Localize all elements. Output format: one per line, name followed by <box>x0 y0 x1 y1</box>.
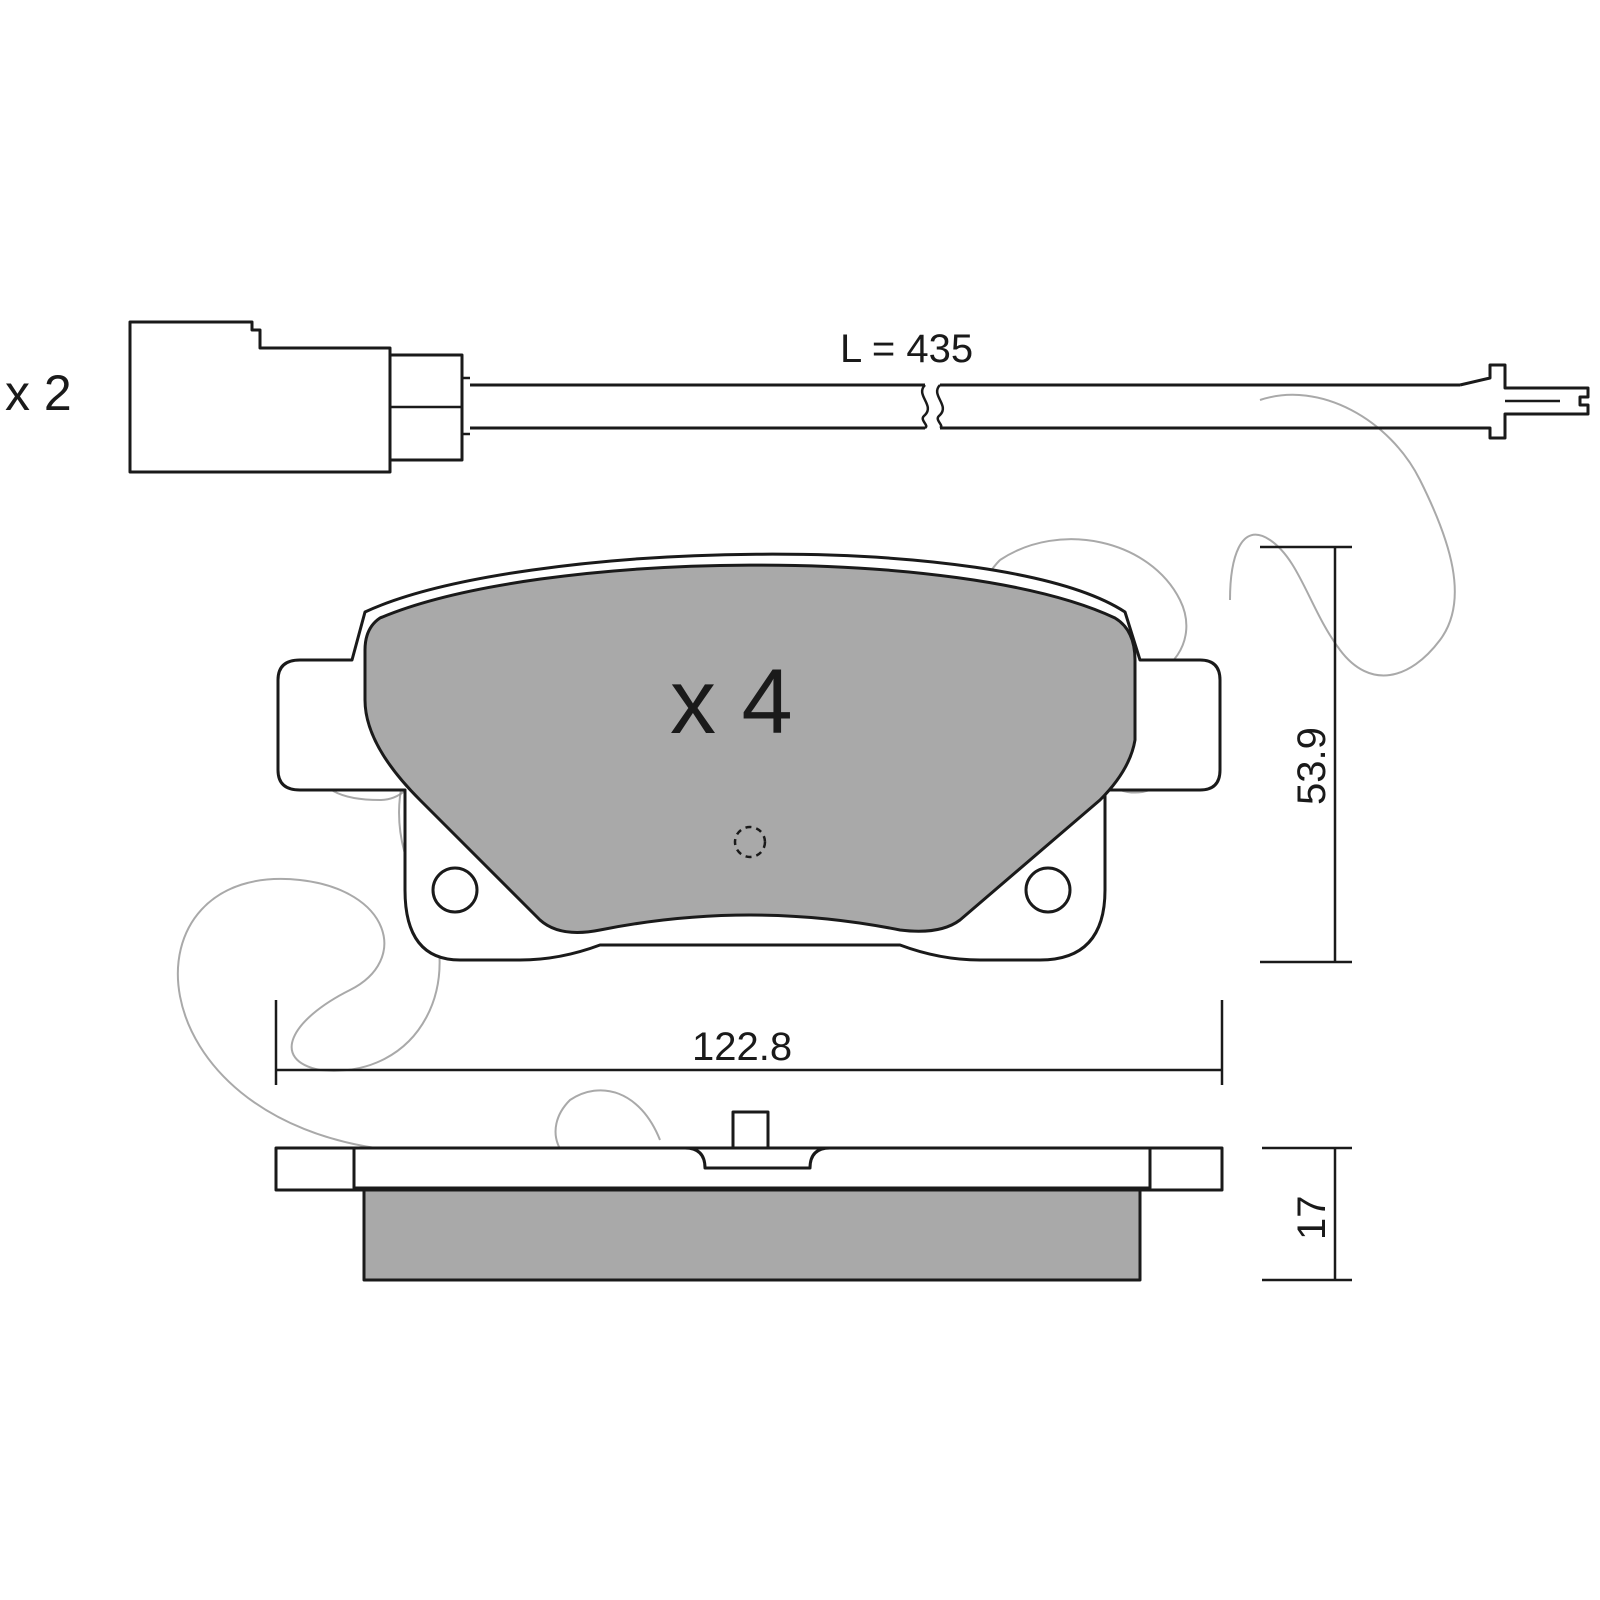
sensor-length-label: L = 435 <box>840 327 973 371</box>
side-friction-material <box>362 1188 1142 1282</box>
pad-quantity-label: x 4 <box>670 651 793 753</box>
brake-pad-side-view <box>274 1110 1224 1282</box>
sensor-connector-collar <box>388 353 464 462</box>
friction-material <box>363 563 1137 934</box>
sensor-hole <box>733 825 767 859</box>
height-dimension-label: 53.9 <box>1290 727 1334 805</box>
left-pin-hole <box>431 866 479 914</box>
width-dimension <box>274 1000 1224 1085</box>
side-sensor-tab <box>731 1110 770 1150</box>
brake-pad-front-view <box>276 552 1222 962</box>
side-shim <box>352 1146 1152 1190</box>
sensor-tip <box>1459 363 1590 440</box>
thickness-dimension <box>1262 1146 1352 1282</box>
thickness-dimension-label: 17 <box>1290 1196 1334 1241</box>
sensor-wire <box>470 383 1460 430</box>
sensor-quantity-label: x 2 <box>5 365 72 421</box>
right-pin-hole <box>1024 866 1072 914</box>
height-dimension <box>1260 545 1352 964</box>
sensor-connector <box>128 320 392 474</box>
width-dimension-label: 122.8 <box>692 1025 792 1069</box>
wear-sensor <box>128 320 1590 474</box>
